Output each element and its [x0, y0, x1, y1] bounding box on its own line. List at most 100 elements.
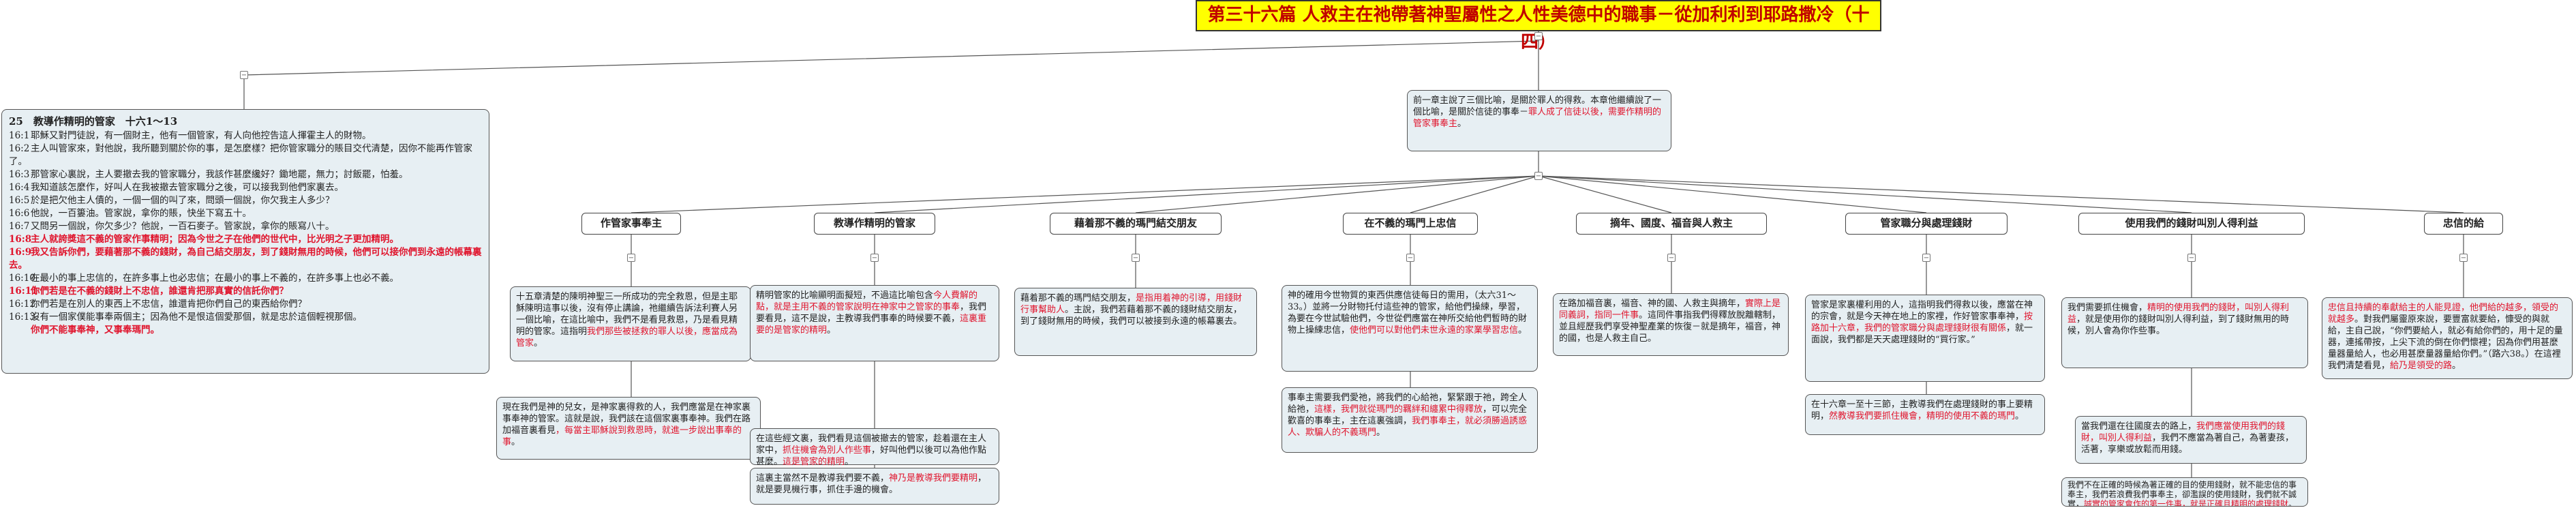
detail-highlight: 使他們可以對他們未世永遠的家業學習忠信 [1350, 325, 1519, 335]
detail-text: 事奉主需要我們愛祂，將我們的心給祂，緊緊跟于祂，跨全人給祂， [1288, 393, 1528, 415]
collapse-toggle-icon[interactable]: − [2459, 254, 2468, 262]
detail-text-2: ，可以完全歡喜的事奉主，主在這裏強調， [1288, 404, 1528, 426]
detail-end: 。 [534, 338, 543, 348]
detail-highlight-2: 給乃是領受的路 [2390, 361, 2453, 371]
detail-highlight: 忠信且持續的奉獻給主的人能見證，他們給的越多，領受的就越多 [2328, 303, 2559, 325]
collapse-toggle-icon[interactable]: − [627, 254, 635, 262]
detail-end: 。 [2288, 499, 2297, 507]
topic-wise-steward[interactable]: 教導作精明的管家 [814, 213, 935, 235]
detail-profit-1: 我們需要抓住機會，精明的使用我們的錢財，叫別人得利益，就是使用你的錢財叫別人得利… [2061, 297, 2308, 368]
verse-ref: 16:10 [9, 273, 35, 284]
detail-highlight: 我們那些被拯救的罪人以後，應當成為管家 [516, 327, 738, 348]
scripture-verse: 16:10在最小的事上忠信的，在許多事上也必忠信；在最小的事上不義的，在許多事上… [9, 272, 482, 285]
verse-text: 你們若是在不義的錢財上不忠信，誰還肯把那真實的信託你們？ [31, 286, 288, 297]
intro-end: 。 [1457, 119, 1467, 129]
scripture-verse: 16:9我又告訴你們，要藉著那不義的錢財，為自己結交朋友，到了錢財無用的時候，他… [9, 246, 482, 272]
verse-ref: 16:8 [9, 234, 32, 245]
intro-highlight: 罪人成了信徒以後，需要作精明的管家事奉主 [1413, 107, 1662, 129]
detail-end: ，就一面說，我們都是天天處理錢財的“買行家。” [1811, 323, 2033, 345]
detail-highlight: 是指用着神的引導，用錢財行事幫助人 [1020, 293, 1243, 315]
detail-highlight-2: 我們事奉主，就必須勝過誘惑人、欺騙人的不義瑪門 [1288, 416, 1528, 438]
detail-end: 。 [2015, 411, 2025, 421]
collapse-toggle-icon[interactable]: − [1406, 254, 1414, 262]
detail-highlight-2: 這裏重要的是管家的精明 [756, 314, 987, 335]
collapse-toggle-icon[interactable]: − [2187, 254, 2196, 262]
verse-ref: 16:7 [9, 221, 30, 232]
detail-text: 管家是家裏權利用的人，這指明我們得救以後，應當在神的宗會，就是今天神在地上的家裡… [1811, 300, 2033, 322]
verse-text: 在最小的事上忠信的，在許多事上也必忠信；在最小的事上不義的，在許多事上也必不義。 [31, 273, 399, 284]
detail-text: 這裏主當然不是教導我們要不義， [756, 473, 890, 483]
detail-faithful-2: 事奉主需要我們愛祂，將我們的心給祂，緊緊跟于祂，跨全人給祂，這樣，我們就從瑪門的… [1282, 387, 1538, 453]
detail-highlight: 精明的使用我們的錢財，叫別人得利益 [2067, 303, 2290, 325]
detail-profit-3: 我們不在正確的時候為著正確的目的使用錢財，就不能忠信的事奉主，我們若浪費我們事奉… [2061, 477, 2308, 507]
verse-text: 又問另一個說，你欠多少？他說，一百石麥子。管家說，拿你的賬寫八十。 [31, 221, 335, 232]
detail-highlight: 誠實的管家會作的第一件事，就是正確且精明的處理錢財 [2084, 499, 2289, 507]
detail-wise-2: 在這些經文裏，我們看見這個被撤去的管家，趁着還在主人家中，抓住機會為別人作些事，… [750, 428, 999, 467]
detail-friends-1: 藉着那不義的瑪門結交朋友，是指用着神的引導，用錢財行事幫助人。主說，我們若藉着那… [1014, 288, 1257, 356]
detail-end: 。主說，我們若藉着那不義的錢財結交朋友，到了錢財無用的時候，我們可以被接到永遠的… [1020, 305, 1243, 327]
detail-text: 十五章清楚的陳明神聖三一所成功的完全救恩，但是主耶穌陳明這事以後，沒有停止講論，… [516, 292, 738, 337]
detail-text: 我們不在正確的時候為著正確的目的使用錢財，就不能忠信的事奉主，我們若浪費我們事奉… [2067, 480, 2297, 507]
page-title: 第三十六篇 人救主在祂帶著神聖屬性之人性美德中的職事－從加利利到耶路撒冷（十四） [1196, 0, 1881, 53]
collapse-toggle-icon[interactable]: − [1922, 254, 1930, 262]
verse-ref: 16:2 [9, 143, 30, 154]
detail-text: 精明管家的比喻顯明面擬短，不過這比喻包含 [756, 290, 934, 301]
verse-ref: 16:1 [9, 130, 30, 141]
detail-highlight: 這樣，我們就從瑪門的羈絆和纏累中得釋放 [1314, 404, 1483, 415]
verse-text: 你們不能事奉神，又事奉瑪門。 [31, 325, 160, 335]
topic-faithful-giving[interactable]: 忠信的給 [2424, 213, 2503, 235]
collapse-toggle-icon[interactable]: − [240, 71, 248, 79]
topic-use-money-profit[interactable]: 使用我們的錢財叫別人得利益 [2078, 213, 2305, 235]
verse-ref: 16:3 [9, 169, 30, 180]
detail-wise-1: 精明管家的比喻顯明面擬短，不過這比喻包含今人費解的點，就是主用不義的管家說明在神… [750, 285, 999, 361]
scripture-heading: 25 教導作精明的管家 十六1～13 [9, 115, 178, 128]
verse-text: 我知道該怎麼作，好叫人在我被撤去管家職分之後，可以接我到他們家裏去。 [31, 182, 344, 193]
collapse-toggle-icon[interactable]: − [870, 254, 879, 262]
topic-stewardship-money[interactable]: 管家職分與處理錢財 [1845, 213, 2007, 235]
verse-text: 主人就誇獎這不義的管家作事精明；因為今世之子在他們的世代中，比光明之子更加精明。 [31, 234, 399, 245]
detail-text: 藉着那不義的瑪門結交朋友， [1020, 293, 1136, 303]
detail-text-2: ，我們要看見，這不是說，主教導我們事奉的時候要不義， [756, 302, 987, 324]
detail-text-2: ，好叫他們以後可以為他作點甚麼。 [756, 445, 987, 467]
verse-text: 他說，一百簍油。管家說，拿你的賬，快坐下寫五十。 [31, 208, 252, 219]
topic-make-friends[interactable]: 藉着那不義的瑪門結交朋友 [1050, 213, 1222, 235]
detail-text: 當我們還在往國度去的路上， [2081, 421, 2197, 432]
collapse-toggle-icon[interactable]: − [1534, 172, 1543, 180]
detail-highlight: 然教導我們要抓住機會，精明的使用不義的瑪門 [1829, 411, 2016, 421]
verse-ref: 16:13 [9, 312, 35, 323]
collapse-toggle-icon[interactable]: − [1534, 32, 1543, 40]
topic-steward-service[interactable]: 作管家事奉主 [581, 213, 681, 235]
verse-text: 於是把欠他主人債的，一個一個的叫了來，問頭一個說，你欠我主人多少？ [31, 195, 335, 206]
detail-text: 在路加福音裏，福音、神的國、人救主與摘年， [1559, 299, 1746, 309]
verse-text: 沒有一個家僕能事奉兩個主；因為他不是恨這個愛那個，就是忠於這個輕視那個。 [31, 312, 362, 323]
verse-text: 你們若是在別人的東西上不忠信，誰還肯把你們自己的東西給你們？ [31, 299, 307, 310]
topic-faithful-mammon[interactable]: 在不義的瑪門上忠信 [1343, 213, 1478, 235]
scripture-verse: 16:11你們若是在不義的錢財上不忠信，誰還肯把那真實的信託你們？ [9, 285, 482, 298]
detail-end: ，就是要見機行事，抓住手邊的機會。 [756, 473, 987, 495]
detail-highlight: 實際上是同義詞，指同一件事 [1559, 299, 1781, 320]
intro-text: 前一章主說了三個比喻，是關於罪人的得救。本章他繼續說了一個比喻，是關於信徒的事奉… [1413, 95, 1662, 117]
detail-highlight: ，每當主耶穌說到救恩時，就進一步說出事奉的事 [502, 425, 742, 447]
verse-ref: 16:5 [9, 195, 30, 206]
detail-stewardship-1: 管家是家裏權利用的人，這指明我們得救以後，應當在神的宗會，就是今天神在地上的家裡… [1805, 295, 2045, 382]
verse-ref: 16:6 [9, 208, 30, 219]
collapse-toggle-icon[interactable]: − [1667, 254, 1676, 262]
chapter-intro-box: 前一章主說了三個比喻，是關於罪人的得救。本章他繼續說了一個比喻，是關於信徒的事奉… [1407, 90, 1671, 151]
detail-highlight: 神乃是教導我們要精明 [889, 473, 978, 483]
detail-profit-2: 當我們還在往國度去的路上，我們應當使用我們的錢財，叫別人得利益，我們不應當為著自… [2075, 416, 2307, 464]
detail-end: 。 [1376, 428, 1386, 438]
verse-ref: 16:12 [9, 299, 35, 310]
verse-text: 那管家心裏說，主人要撤去我的管家職分，我該作甚麼纔好？鋤地罷，無力；討飯罷，怕羞… [31, 169, 408, 180]
detail-end: 。 [2452, 361, 2461, 371]
topic-jubilee-kingdom[interactable]: 摘年、國度、福音與人救主 [1576, 213, 1767, 235]
detail-steward-2: 現在我們是神的兒女，是神家裏得救的人，我們應當是在神家裏事奉神的管家。這就是說，… [496, 397, 761, 460]
collapse-toggle-icon[interactable]: − [1132, 254, 1140, 262]
detail-highlight: 抓住機會為別人作些事 [783, 445, 872, 455]
